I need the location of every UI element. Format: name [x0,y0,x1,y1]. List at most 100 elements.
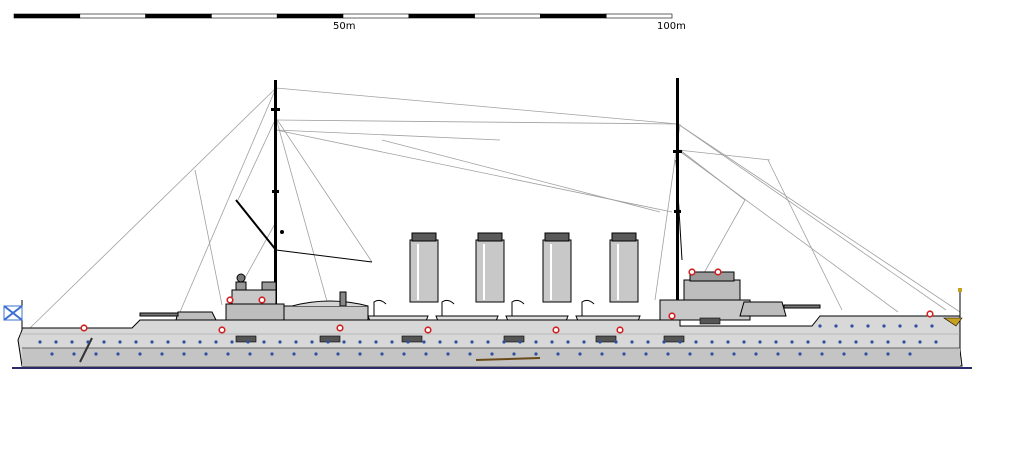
scale-bar-segment [79,13,146,19]
scale-bar-segment [211,13,278,19]
porthole [790,340,794,344]
porthole [358,340,362,344]
lifebuoy-icon [424,326,432,334]
porthole [72,352,76,356]
porthole [402,352,406,356]
porthole [598,340,602,344]
porthole [134,340,138,344]
porthole [342,340,346,344]
scale-bar-segment [605,13,673,19]
porthole [850,324,854,328]
porthole [326,340,330,344]
porthole [278,340,282,344]
porthole [102,340,106,344]
porthole [94,352,98,356]
lifebuoy-icon [668,312,676,320]
porthole [646,340,650,344]
anchor-icon [79,337,93,363]
porthole [336,352,340,356]
porthole [446,352,450,356]
stern-flag [3,300,23,330]
funnel-4 [609,232,639,303]
porthole [358,352,362,356]
scale-bar-segment [408,13,475,19]
porthole [294,340,298,344]
porthole [854,340,858,344]
porthole [864,352,868,356]
porthole [882,324,886,328]
porthole [86,340,90,344]
scale-label-100m: 100m [657,21,686,32]
porthole [470,340,474,344]
porthole [248,352,252,356]
scale-bar-segment [474,13,541,19]
porthole [270,352,274,356]
lifebuoy-icon [218,326,226,334]
porthole [314,352,318,356]
porthole [754,352,758,356]
porthole [468,352,472,356]
porthole [292,352,296,356]
porthole [732,352,736,356]
porthole [262,340,266,344]
porthole [758,340,762,344]
porthole [898,324,902,328]
porthole [204,352,208,356]
porthole [694,340,698,344]
porthole [116,352,120,356]
porthole [182,340,186,344]
main-mast [673,78,683,303]
scale-bar-segment [145,13,212,19]
porthole [622,352,626,356]
porthole [406,340,410,344]
porthole [534,352,538,356]
jack-staff [958,288,962,318]
porthole [438,340,442,344]
hull [17,315,963,367]
porthole [550,340,554,344]
aft-turret [739,301,821,317]
porthole [578,352,582,356]
porthole [600,352,604,356]
lifebuoy-icon [714,268,722,276]
porthole [310,340,314,344]
rigging-lines [29,87,961,329]
porthole [138,352,142,356]
porthole [518,340,522,344]
porthole [918,340,922,344]
porthole [908,352,912,356]
porthole [50,352,54,356]
porthole [214,340,218,344]
porthole [666,352,670,356]
porthole [822,340,826,344]
porthole [160,352,164,356]
porthole [776,352,780,356]
porthole [424,352,428,356]
scale-label-50m: 50m [333,21,355,32]
porthole [886,352,890,356]
porthole [246,340,250,344]
porthole [166,340,170,344]
bow-ornament [943,317,963,327]
porthole [774,340,778,344]
lifebuoy-icon [226,296,234,304]
porthole [230,340,234,344]
scale-bar: 50m 100m [13,13,686,32]
funnel-3 [542,232,572,303]
porthole [806,340,810,344]
porthole [38,340,42,344]
funnels [409,232,639,303]
scale-bar-segment [342,13,410,19]
porthole [422,340,426,344]
lifebuoy-icon [552,326,560,334]
porthole [512,352,516,356]
porthole [490,352,494,356]
porthole [644,352,648,356]
porthole [198,340,202,344]
portholes [38,324,938,356]
porthole [820,352,824,356]
porthole [930,324,934,328]
porthole [834,324,838,328]
porthole [534,340,538,344]
porthole [390,340,394,344]
